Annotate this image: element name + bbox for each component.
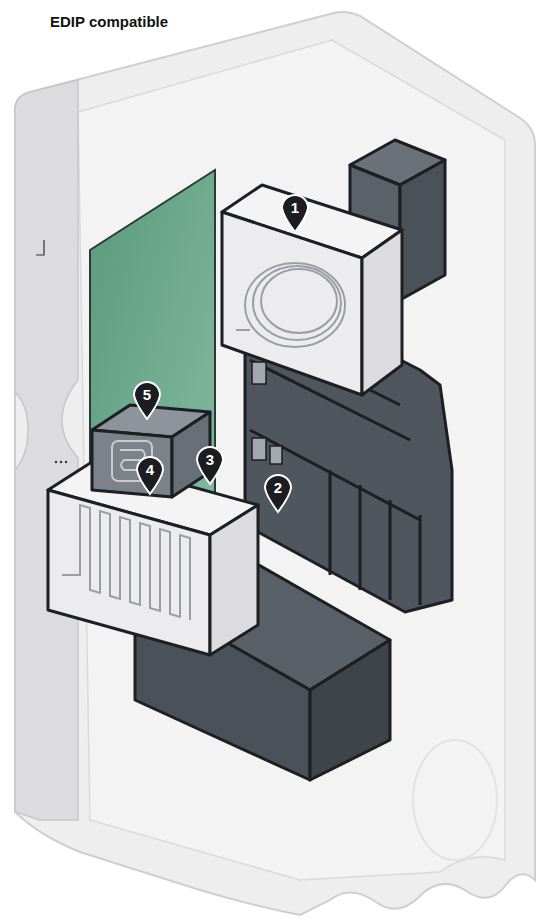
callout-number: 2 (265, 475, 291, 501)
control-module (92, 405, 210, 497)
leader-dot (65, 461, 67, 463)
coil-symbol (236, 263, 345, 347)
housing-left-wall (15, 80, 78, 820)
callout-number: 5 (134, 382, 160, 408)
housing-inner (78, 40, 505, 880)
cable-knockout (413, 740, 497, 860)
feature-text: EDIP compatible (50, 13, 168, 30)
callout-number: 3 (197, 447, 223, 473)
heating-element (62, 505, 190, 620)
leader-dot (60, 461, 62, 463)
callout-number: 4 (137, 457, 163, 483)
callout-number: 1 (282, 195, 308, 221)
leader-mark (36, 240, 44, 255)
leader-dot (55, 461, 57, 463)
coil-housing (222, 185, 402, 395)
housing-back (15, 12, 535, 915)
callout-pins (134, 195, 308, 512)
